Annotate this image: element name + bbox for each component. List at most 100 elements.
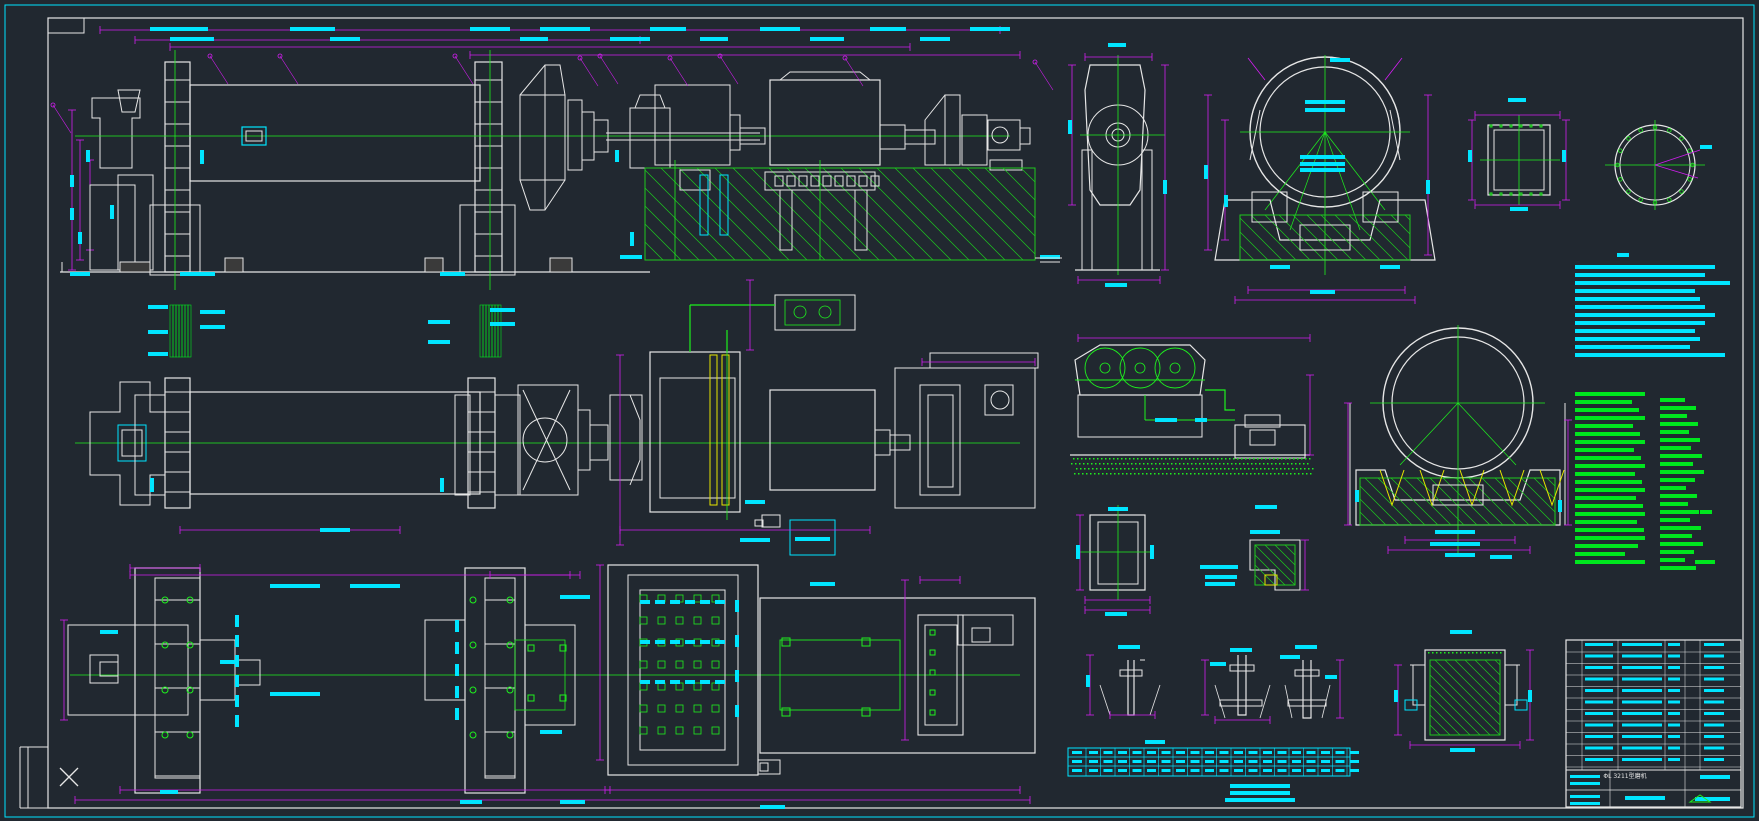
gravel-dot xyxy=(1269,458,1271,460)
parts-text xyxy=(1668,735,1680,738)
hatch-line xyxy=(1429,714,1451,736)
hatch-line xyxy=(732,167,826,261)
gravel-dot xyxy=(1256,468,1258,470)
dimension-label xyxy=(1430,542,1480,546)
outline xyxy=(754,519,764,527)
dimension-label xyxy=(1150,545,1154,559)
outline xyxy=(1081,149,1093,271)
spec-line xyxy=(1660,478,1695,482)
gravel-dot xyxy=(1174,473,1176,475)
schedule-cell xyxy=(1089,760,1098,763)
label-mark xyxy=(1700,775,1730,779)
schedule-cell xyxy=(1335,769,1345,772)
gravel-dot xyxy=(1255,463,1257,465)
mill-shell-plan xyxy=(189,391,481,495)
gravel-dot xyxy=(1154,473,1156,475)
parts-text xyxy=(1668,758,1680,761)
gravel-dot xyxy=(1264,468,1266,470)
gravel-dot xyxy=(1122,473,1124,475)
spec-line xyxy=(1660,406,1696,410)
drawing-title: ΦL 3211型磨机 xyxy=(1603,772,1646,780)
dimension-label xyxy=(1325,675,1337,679)
note-line xyxy=(1575,353,1725,357)
gravel-dot xyxy=(1282,473,1284,475)
outline xyxy=(989,159,1023,171)
hatch-line xyxy=(1444,659,1501,716)
schedule-cell xyxy=(1306,769,1316,772)
dimension-label xyxy=(440,272,465,276)
dimension-label xyxy=(200,325,225,329)
outline xyxy=(609,394,643,481)
spec-line xyxy=(1660,502,1688,506)
hatch-line xyxy=(1359,498,1387,526)
ring-flange-view xyxy=(1605,120,1712,210)
schedule-cell xyxy=(1321,751,1330,754)
gravel-dot xyxy=(1151,463,1153,465)
note-line xyxy=(1575,321,1705,325)
hatch-line xyxy=(1416,477,1465,526)
gravel-dot xyxy=(1074,473,1076,475)
dimension xyxy=(1306,374,1314,456)
cable-bundle xyxy=(479,304,484,358)
gravel-dot xyxy=(1215,463,1217,465)
dimension-label xyxy=(1700,145,1712,149)
spec-line xyxy=(1575,472,1635,476)
anchor-hole xyxy=(186,731,194,739)
dimension xyxy=(169,43,911,51)
dimension-label xyxy=(650,27,686,31)
outline xyxy=(629,107,671,169)
gravel-dot xyxy=(1195,463,1197,465)
gravel-dot xyxy=(1285,458,1287,460)
schedule-cell xyxy=(1103,760,1113,763)
line xyxy=(1284,684,1293,719)
gravel-dot xyxy=(1278,473,1280,475)
bolt-hole xyxy=(1667,128,1672,133)
hatch-line xyxy=(1442,477,1491,526)
gravel-dot xyxy=(1232,468,1234,470)
spec-line xyxy=(1660,486,1686,490)
gravel-dot xyxy=(1109,458,1111,460)
gravel-dot xyxy=(1127,463,1129,465)
dimension-label xyxy=(200,150,204,164)
anchor-hole xyxy=(186,641,194,649)
note-line xyxy=(1575,265,1715,269)
schedule-cell xyxy=(1234,751,1243,754)
dimension-label xyxy=(610,37,650,41)
spec-line xyxy=(1660,550,1694,554)
schedule-cell xyxy=(1219,769,1229,772)
gravel-dot xyxy=(1086,473,1088,475)
hatch-line xyxy=(858,167,952,261)
gravel-dot xyxy=(1227,463,1229,465)
dimension-label xyxy=(760,805,785,809)
gravel-dot xyxy=(1233,458,1235,460)
outline xyxy=(957,614,1014,646)
gravel-dot xyxy=(1242,473,1244,475)
dimension xyxy=(179,526,401,534)
gravel-dot xyxy=(1307,463,1309,465)
parts-text xyxy=(1668,643,1680,646)
gravel-dot xyxy=(1166,473,1168,475)
gravel-dot xyxy=(1253,458,1255,460)
hatch-line xyxy=(696,167,790,261)
label-mark xyxy=(1072,751,1082,754)
spec-line xyxy=(1575,504,1643,508)
dimension-label xyxy=(1562,150,1566,162)
pocket-frame xyxy=(1089,514,1146,591)
lube-pipe xyxy=(1205,389,1235,411)
gravel-dot xyxy=(1297,458,1299,460)
part-balloon xyxy=(842,55,848,61)
mill-shell xyxy=(189,84,481,182)
dimension-label xyxy=(460,800,482,804)
dimension xyxy=(1474,111,1561,119)
anchor-pad xyxy=(929,709,936,716)
bolt-pocket xyxy=(639,726,648,735)
outline xyxy=(567,99,583,171)
hatch-line xyxy=(1429,704,1461,736)
parts-text xyxy=(1585,689,1613,692)
dimension xyxy=(1404,536,1516,544)
gravel-dot xyxy=(1138,473,1140,475)
outline xyxy=(927,394,954,488)
gravel-dot xyxy=(1221,458,1223,460)
girth-gear-guard xyxy=(649,351,741,513)
hatch-line xyxy=(1239,217,1283,261)
